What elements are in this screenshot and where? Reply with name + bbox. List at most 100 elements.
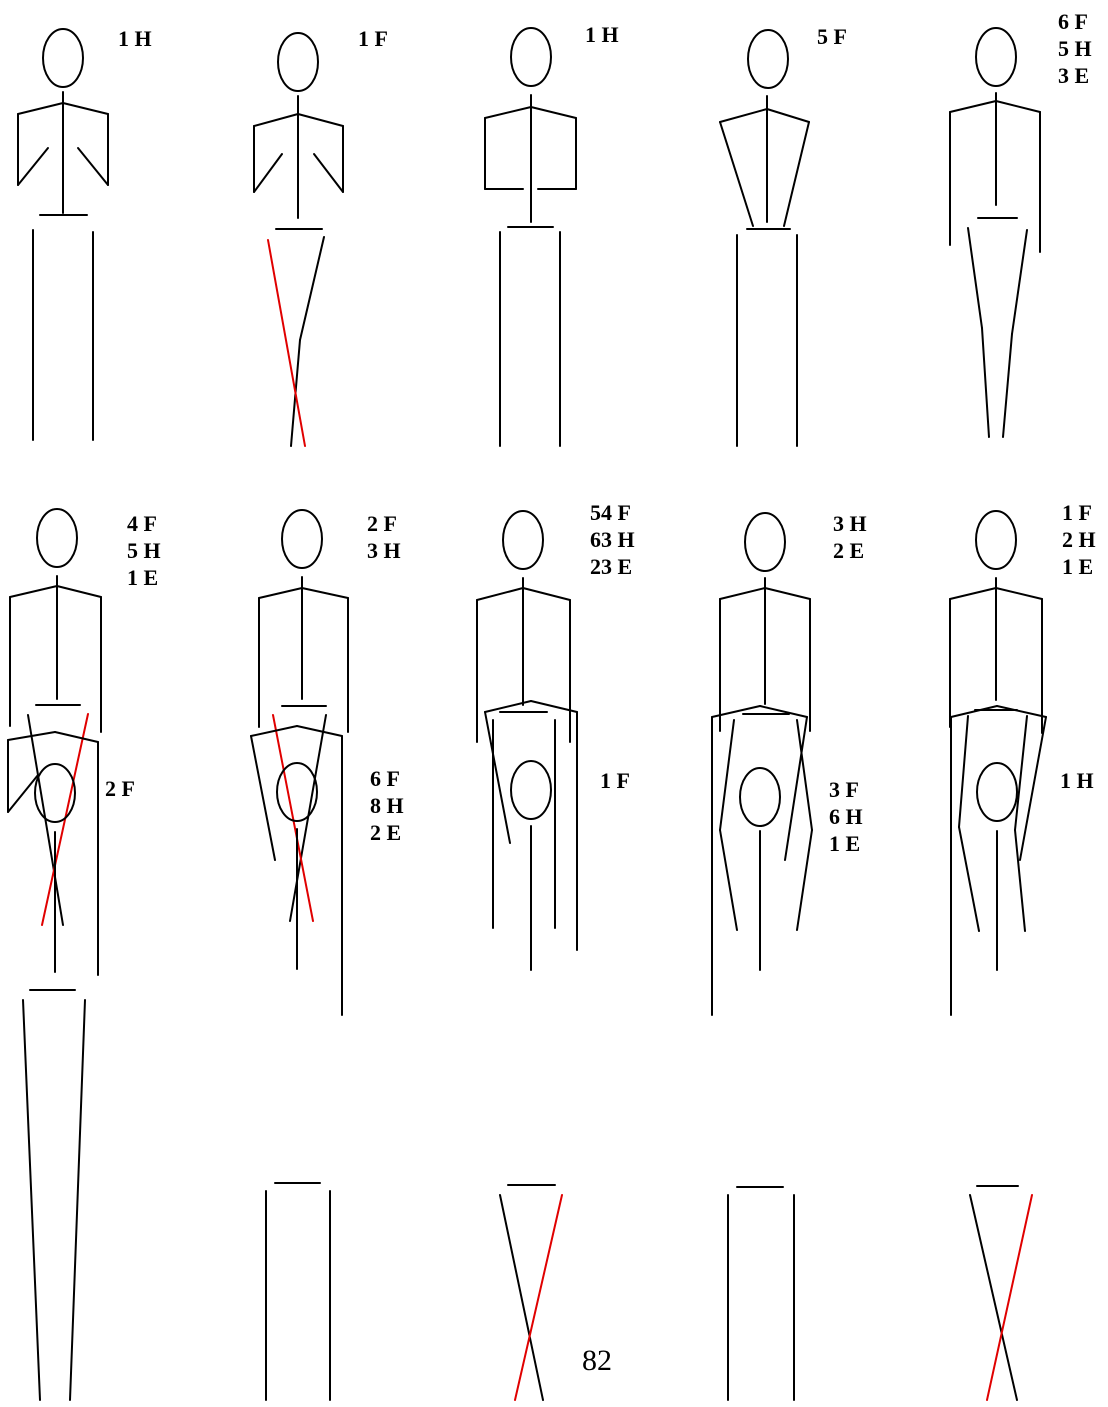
body-line — [1015, 716, 1027, 830]
body-line — [298, 114, 343, 126]
body-line — [765, 588, 810, 599]
count-label: 8 H — [370, 793, 404, 818]
body-line — [959, 716, 968, 827]
stick-figure-r3c3: 1 F — [485, 701, 630, 1400]
stick-figure-r1c4: 5 F — [720, 24, 847, 446]
count-label: 2 F — [105, 776, 135, 801]
stick-figure-r2c3: 54 F63 H23 E — [477, 500, 635, 928]
body-line — [477, 588, 523, 600]
body-line — [720, 830, 737, 930]
head-outline — [976, 511, 1016, 569]
body-line — [531, 107, 576, 118]
body-line — [251, 726, 297, 736]
stick-figure-r2c5: 1 F2 H1 E — [950, 500, 1096, 931]
count-label: 5 H — [1058, 36, 1092, 61]
stick-figure-r3c5: 1 H — [951, 706, 1094, 1400]
body-line — [996, 101, 1040, 112]
body-line — [797, 830, 812, 930]
body-line — [951, 706, 997, 717]
body-line — [950, 588, 996, 599]
body-line — [1012, 230, 1027, 334]
body-line — [10, 586, 57, 597]
count-label: 1 F — [358, 26, 388, 51]
count-label: 23 E — [590, 554, 632, 579]
body-line — [8, 775, 38, 812]
head-outline — [511, 28, 551, 86]
body-line — [784, 122, 809, 226]
body-line — [720, 720, 734, 830]
count-label: 6 H — [829, 804, 863, 829]
body-line — [302, 588, 348, 598]
body-line — [18, 103, 63, 114]
body-line — [767, 109, 809, 122]
count-label: 1 E — [829, 831, 860, 856]
head-outline — [282, 510, 322, 568]
page-number: 82 — [582, 1344, 612, 1377]
body-line — [254, 154, 282, 192]
body-line — [485, 701, 531, 712]
count-label: 6 F — [1058, 9, 1088, 34]
stick-figure-r3c2: 6 F8 H2 E — [251, 726, 404, 1400]
body-line — [523, 588, 570, 600]
head-outline — [740, 768, 780, 826]
head-outline — [748, 30, 788, 88]
count-label: 2 E — [833, 538, 864, 563]
body-line — [997, 706, 1046, 717]
body-line — [63, 103, 108, 114]
stick-figure-r2c4: 3 H2 E — [720, 511, 867, 930]
body-line — [485, 107, 531, 118]
stick-figure-r1c3: 1 H — [485, 22, 619, 446]
stick-figure-r3c1: 2 F — [8, 732, 135, 1400]
count-label: 2 F — [367, 511, 397, 536]
body-line — [1003, 334, 1012, 437]
body-line — [297, 726, 342, 736]
count-label: 3 F — [829, 777, 859, 802]
head-outline — [37, 509, 77, 567]
count-label: 2 E — [370, 820, 401, 845]
count-label: 1 H — [1060, 768, 1094, 793]
body-line — [57, 586, 101, 597]
body-line — [760, 706, 807, 717]
stick-figure-r1c1: 1 H — [18, 26, 152, 440]
crossed-leg-line — [42, 714, 88, 925]
body-line — [78, 148, 108, 185]
body-line — [251, 736, 275, 860]
body-line — [996, 588, 1042, 599]
stick-figure-r3c4: 3 F6 H1 E — [712, 706, 863, 1400]
head-outline — [503, 511, 543, 569]
count-label: 1 E — [127, 565, 158, 590]
count-label: 54 F — [590, 500, 631, 525]
head-outline — [43, 29, 83, 87]
body-line — [259, 588, 302, 598]
head-outline — [977, 763, 1017, 821]
body-line — [982, 328, 989, 437]
body-line — [720, 588, 765, 599]
body-line — [720, 109, 767, 122]
count-label: 1 F — [600, 768, 630, 793]
count-label: 5 F — [817, 24, 847, 49]
stick-figure-r1c5: 6 F5 H3 E — [950, 9, 1092, 437]
body-line — [485, 712, 510, 843]
body-line — [785, 717, 807, 860]
count-label: 3 H — [833, 511, 867, 536]
head-outline — [278, 33, 318, 91]
body-line — [720, 122, 753, 226]
count-label: 5 H — [127, 538, 161, 563]
count-label: 3 E — [1058, 63, 1089, 88]
count-label: 4 F — [127, 511, 157, 536]
body-line — [70, 1000, 85, 1400]
count-label: 2 H — [1062, 527, 1096, 552]
stick-figure-r2c2: 2 F3 H — [259, 510, 401, 921]
body-line — [950, 101, 996, 112]
head-outline — [745, 513, 785, 571]
head-outline — [976, 28, 1016, 86]
body-line — [18, 148, 48, 185]
count-label: 63 H — [590, 527, 635, 552]
body-line — [959, 827, 979, 931]
body-line — [968, 228, 982, 328]
count-label: 6 F — [370, 766, 400, 791]
count-label: 1 H — [585, 22, 619, 47]
body-line — [314, 154, 343, 192]
